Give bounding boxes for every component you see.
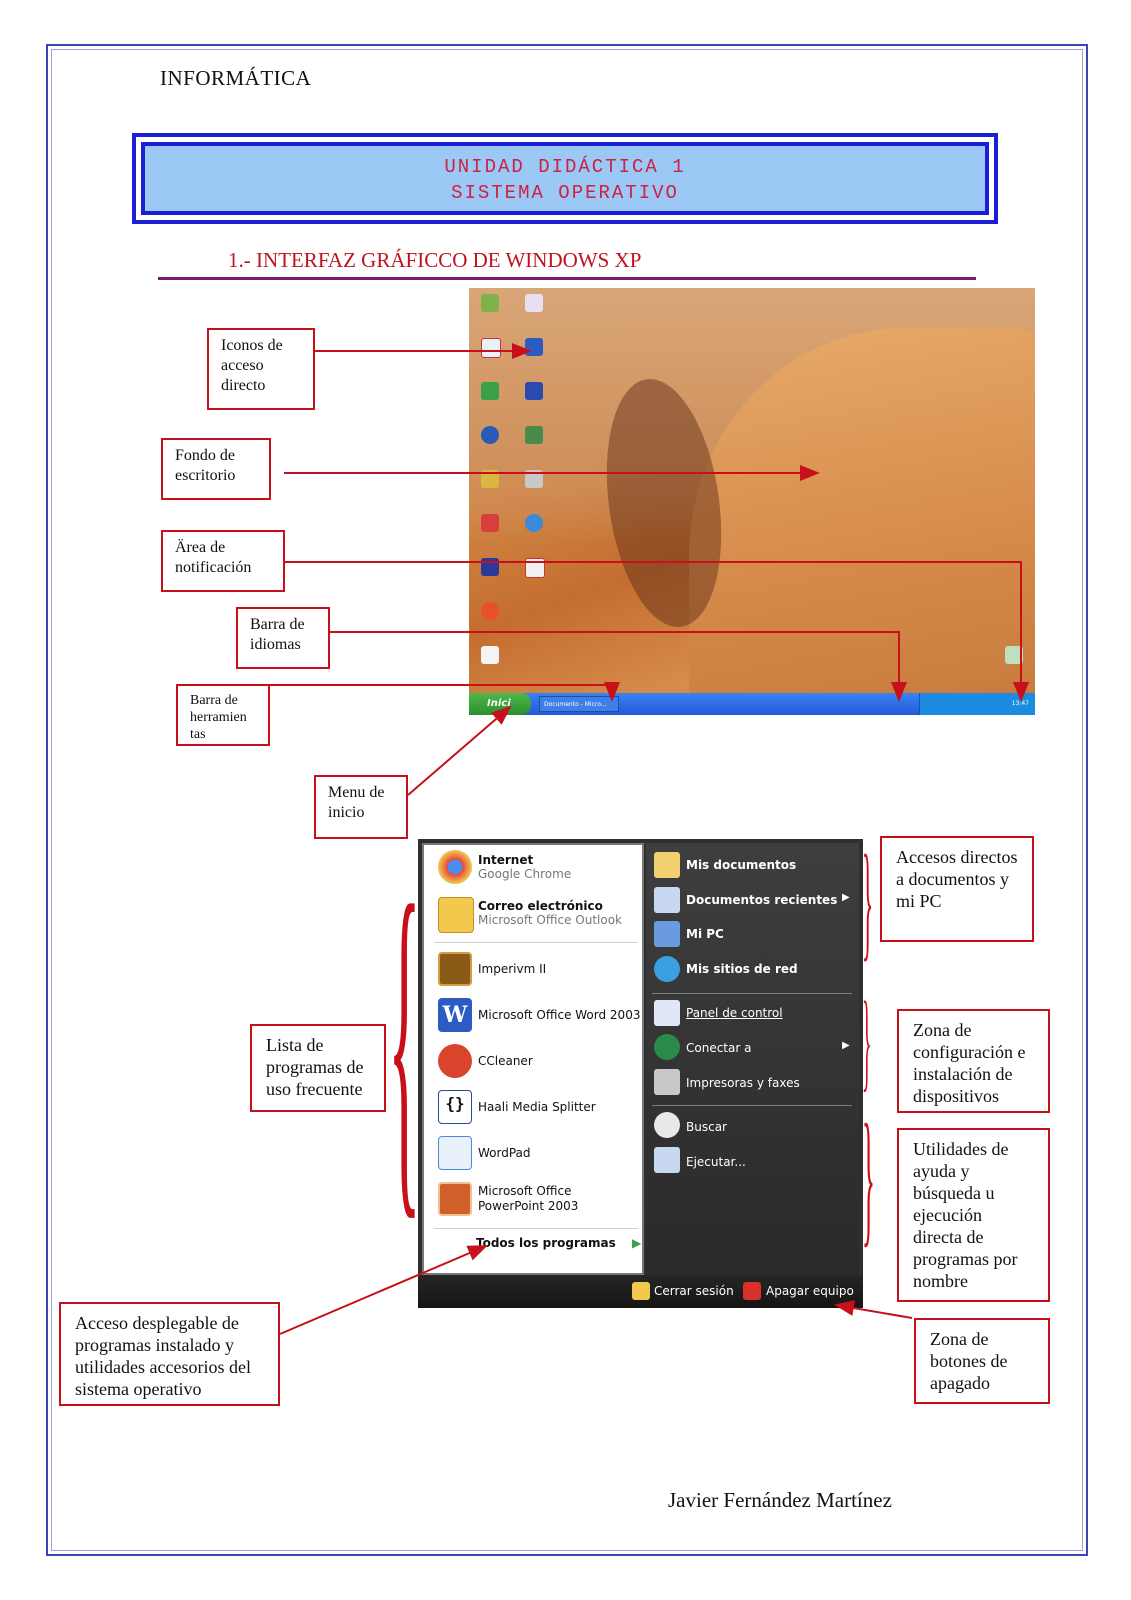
my-computer-icon: [654, 921, 680, 947]
desktop-shortcut-icon[interactable]: [525, 514, 543, 532]
recent-documents-icon: [654, 887, 680, 913]
desktop-shortcut-icon[interactable]: [481, 646, 499, 664]
notification-area[interactable]: 13:47: [919, 693, 1035, 715]
author-footer: Javier Fernández Martínez: [668, 1488, 892, 1512]
callout-notificacion: Ärea de notificación: [161, 530, 285, 592]
clock: 13:47: [1011, 700, 1029, 707]
search-icon: [654, 1112, 680, 1138]
start-button[interactable]: Inici: [469, 693, 531, 715]
desktop-shortcut-icon[interactable]: [481, 382, 499, 400]
submenu-arrow-icon: ▶: [842, 892, 850, 903]
logoff-icon: [632, 1282, 650, 1300]
program-haali[interactable]: Haali Media Splitter: [478, 1100, 596, 1114]
control-panel-icon: [654, 1000, 680, 1026]
utilities-separator: [652, 1105, 852, 1106]
place-connect[interactable]: Conectar a: [686, 1041, 752, 1055]
pinned-internet-sub: Google Chrome: [478, 867, 572, 881]
places-separator: [652, 993, 852, 994]
callout-fondo: Fondo de escritorio: [161, 438, 271, 500]
desktop-shortcut-icon[interactable]: [525, 558, 545, 578]
brace-configuracion: }: [862, 979, 872, 1101]
desktop-shortcut-icon[interactable]: [481, 602, 499, 620]
desktop-shortcut-icon[interactable]: [525, 426, 543, 444]
program-ccleaner[interactable]: CCleaner: [478, 1054, 533, 1068]
callout-iconos: Iconos de acceso directo: [207, 328, 315, 410]
subject-header: INFORMÁTICA: [160, 66, 312, 90]
unit-line-1: UNIDAD DIDÁCTICA 1: [444, 156, 686, 178]
powerpoint-icon: [438, 1182, 472, 1216]
program-powerpoint[interactable]: Microsoft Office PowerPoint 2003: [478, 1184, 579, 1213]
desktop-shortcut-icon[interactable]: [525, 294, 543, 312]
section-underline: [158, 277, 976, 280]
place-recent-documents[interactable]: Documentos recientes: [686, 893, 838, 907]
program-imperivm[interactable]: Imperivm II: [478, 962, 547, 976]
place-printers[interactable]: Impresoras y faxes: [686, 1076, 800, 1090]
callout-menu-inicio: Menu de inicio: [314, 775, 408, 839]
brace-utilidades: }: [862, 1094, 875, 1260]
ccleaner-icon: [438, 1044, 472, 1078]
start-menu-places: [646, 843, 859, 1275]
unit-line-2: SISTEMA OPERATIVO: [451, 182, 679, 204]
callout-lista: Lista de programas de uso frecuente: [250, 1024, 386, 1112]
folder-documents-icon: [654, 852, 680, 878]
outlook-icon: [438, 897, 474, 933]
arrow-right-icon: ▶: [631, 1236, 642, 1250]
desktop-shortcut-icon[interactable]: [481, 470, 499, 488]
all-programs-separator: [434, 1228, 638, 1229]
callout-accesos: Accesos directos a documentos y mi PC: [880, 836, 1034, 942]
matroska-icon: {}: [438, 1090, 472, 1124]
unit-box: UNIDAD DIDÁCTICA 1 SISTEMA OPERATIVO: [141, 142, 989, 215]
callout-configuracion: Zona de configuración e instalación de d…: [897, 1009, 1050, 1113]
all-programs-button[interactable]: Todos los programas ▶: [476, 1236, 641, 1250]
desktop-shortcut-icon[interactable]: [481, 514, 499, 532]
callout-utilidades: Utilidades de ayuda y búsqueda u ejecuci…: [897, 1128, 1050, 1302]
desktop-shortcut-icon[interactable]: [525, 470, 543, 488]
desktop-shortcut-icon[interactable]: [525, 338, 543, 356]
taskbar-item[interactable]: Documento - Micro...: [539, 696, 619, 712]
pinned-email-title: Correo electrónico: [478, 899, 603, 913]
callout-desplegable: Acceso desplegable de programas instalad…: [59, 1302, 280, 1406]
word-icon: W: [438, 998, 472, 1032]
logoff-button[interactable]: Cerrar sesión: [654, 1284, 734, 1298]
program-wordpad[interactable]: WordPad: [478, 1146, 531, 1160]
pinned-email-sub: Microsoft Office Outlook: [478, 913, 622, 927]
pinned-email[interactable]: Correo electrónico Microsoft Office Outl…: [478, 899, 622, 927]
imperivm-icon: [438, 952, 472, 986]
chrome-icon: [438, 850, 472, 884]
network-icon: [654, 956, 680, 982]
section-title: 1.- INTERFAZ GRÁFICCO DE WINDOWS XP: [228, 248, 642, 272]
run-icon: [654, 1147, 680, 1173]
program-word[interactable]: Microsoft Office Word 2003: [478, 1008, 641, 1022]
desktop-shortcut-icon[interactable]: [525, 382, 543, 400]
place-search[interactable]: Buscar: [686, 1120, 727, 1134]
printer-icon: [654, 1069, 680, 1095]
pinned-internet-title: Internet: [478, 853, 534, 867]
place-my-pc[interactable]: Mi PC: [686, 927, 724, 941]
desktop-screenshot: Inici Documento - Micro... 13:47: [469, 288, 1035, 715]
place-network[interactable]: Mis sitios de red: [686, 962, 798, 976]
callout-herramientas: Barra de herramien tas: [176, 684, 270, 746]
all-programs-label: Todos los programas: [476, 1236, 616, 1250]
desktop-shortcut-icon[interactable]: [481, 338, 501, 358]
shutdown-icon: [743, 1282, 761, 1300]
brace-accesos: }: [862, 829, 874, 973]
desktop-shortcut-icon[interactable]: [481, 558, 499, 576]
shutdown-button[interactable]: Apagar equipo: [766, 1284, 854, 1298]
place-run[interactable]: Ejecutar...: [686, 1155, 746, 1169]
wordpad-icon: [438, 1136, 472, 1170]
connect-icon: [654, 1034, 680, 1060]
desktop-shortcut-icon[interactable]: [481, 294, 499, 312]
page-frame: [46, 44, 1088, 1556]
place-control-panel[interactable]: Panel de control: [686, 1006, 783, 1020]
submenu-arrow-icon: ▶: [842, 1040, 850, 1051]
callout-idiomas: Barra de idiomas: [236, 607, 330, 669]
callout-apagado: Zona de botones de apagado: [914, 1318, 1050, 1404]
desktop-shortcut-icon[interactable]: [481, 426, 499, 444]
pinned-separator: [434, 942, 638, 943]
brace-left: {: [388, 829, 421, 1250]
pinned-internet[interactable]: Internet Google Chrome: [478, 853, 571, 881]
place-my-documents[interactable]: Mis documentos: [686, 858, 797, 872]
recycle-bin-icon[interactable]: [1005, 646, 1023, 664]
